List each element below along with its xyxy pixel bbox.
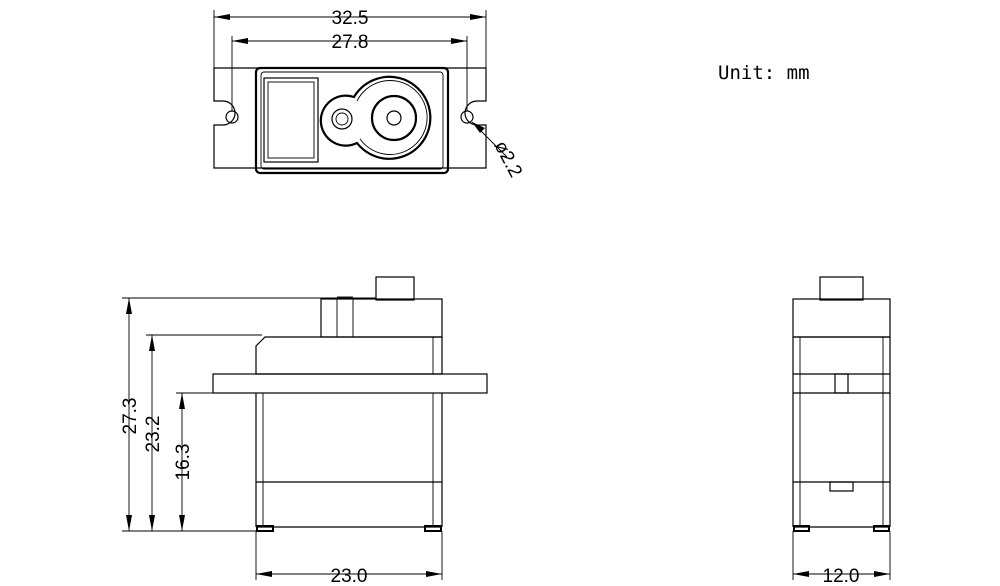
dim-hole-diameter-label: ø2.2 bbox=[490, 137, 526, 180]
unit-label: Unit: mm bbox=[718, 62, 810, 84]
top-view bbox=[213, 66, 487, 175]
front-view bbox=[212, 276, 488, 532]
dim-16-3-label: 16.3 bbox=[173, 444, 194, 481]
hole-diameter-dimension: ø2.2 bbox=[471, 121, 526, 181]
dim-23-2-label: 23.2 bbox=[143, 416, 164, 453]
side-width-dimension: 12.0 bbox=[792, 531, 891, 586]
front-height-27-3-dimension: 27.3 bbox=[120, 297, 376, 532]
front-width-dimension: 23.0 bbox=[255, 531, 443, 586]
dim-23-0-label: 23.0 bbox=[331, 566, 368, 586]
dim-27-8-label: 27.8 bbox=[332, 32, 369, 53]
dim-32-5-label: 32.5 bbox=[332, 8, 369, 29]
front-height-16-3-dimension: 16.3 bbox=[173, 392, 213, 531]
side-view bbox=[792, 276, 891, 532]
top-hole-spacing-dimension: 27.8 bbox=[231, 32, 468, 111]
dim-27-3-label: 27.3 bbox=[120, 398, 141, 435]
dim-12-0-label: 12.0 bbox=[823, 566, 860, 586]
front-height-23-2-dimension: 23.2 bbox=[143, 334, 262, 531]
top-width-dimension: 32.5 bbox=[213, 8, 487, 68]
